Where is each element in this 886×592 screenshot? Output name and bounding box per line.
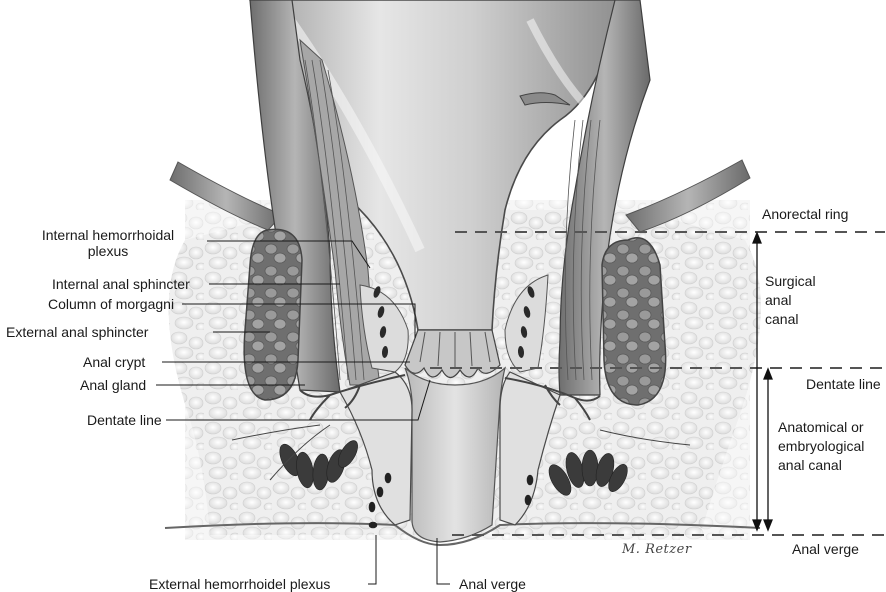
label-anatomical-anal-canal: Anatomical or embryological anal canal [778, 418, 864, 475]
label-anal-verge-right: Anal verge [792, 541, 859, 557]
label-internal-hemorrhoidal-plexus: Internal hemorrhoidal plexus [12, 227, 204, 259]
label-anal-crypt: Anal crypt [83, 354, 145, 370]
label-anal-verge-bottom: Anal verge [459, 576, 526, 592]
label-external-hemorrhoidel-plexus: External hemorrhoidel plexus [149, 576, 330, 592]
label-external-anal-sphincter: External anal sphincter [6, 324, 148, 340]
artist-signature: M. Retzer [622, 542, 692, 557]
leader-external-hemorrhoidel-plexus [368, 535, 376, 584]
label-anorectal-ring: Anorectal ring [762, 206, 848, 222]
label-column-of-morgagni: Column of morgagni [48, 296, 174, 312]
label-dentate-line-right: Dentate line [806, 376, 881, 392]
label-internal-anal-sphincter: Internal anal sphincter [52, 276, 190, 292]
anal-canal [405, 368, 505, 542]
label-dentate-line-left: Dentate line [87, 412, 162, 428]
external-anal-sphincter-right [602, 238, 666, 405]
label-surgical-anal-canal: Surgical anal canal [765, 272, 816, 329]
external-anal-sphincter-left [244, 229, 302, 400]
label-anal-gland: Anal gland [80, 377, 146, 393]
